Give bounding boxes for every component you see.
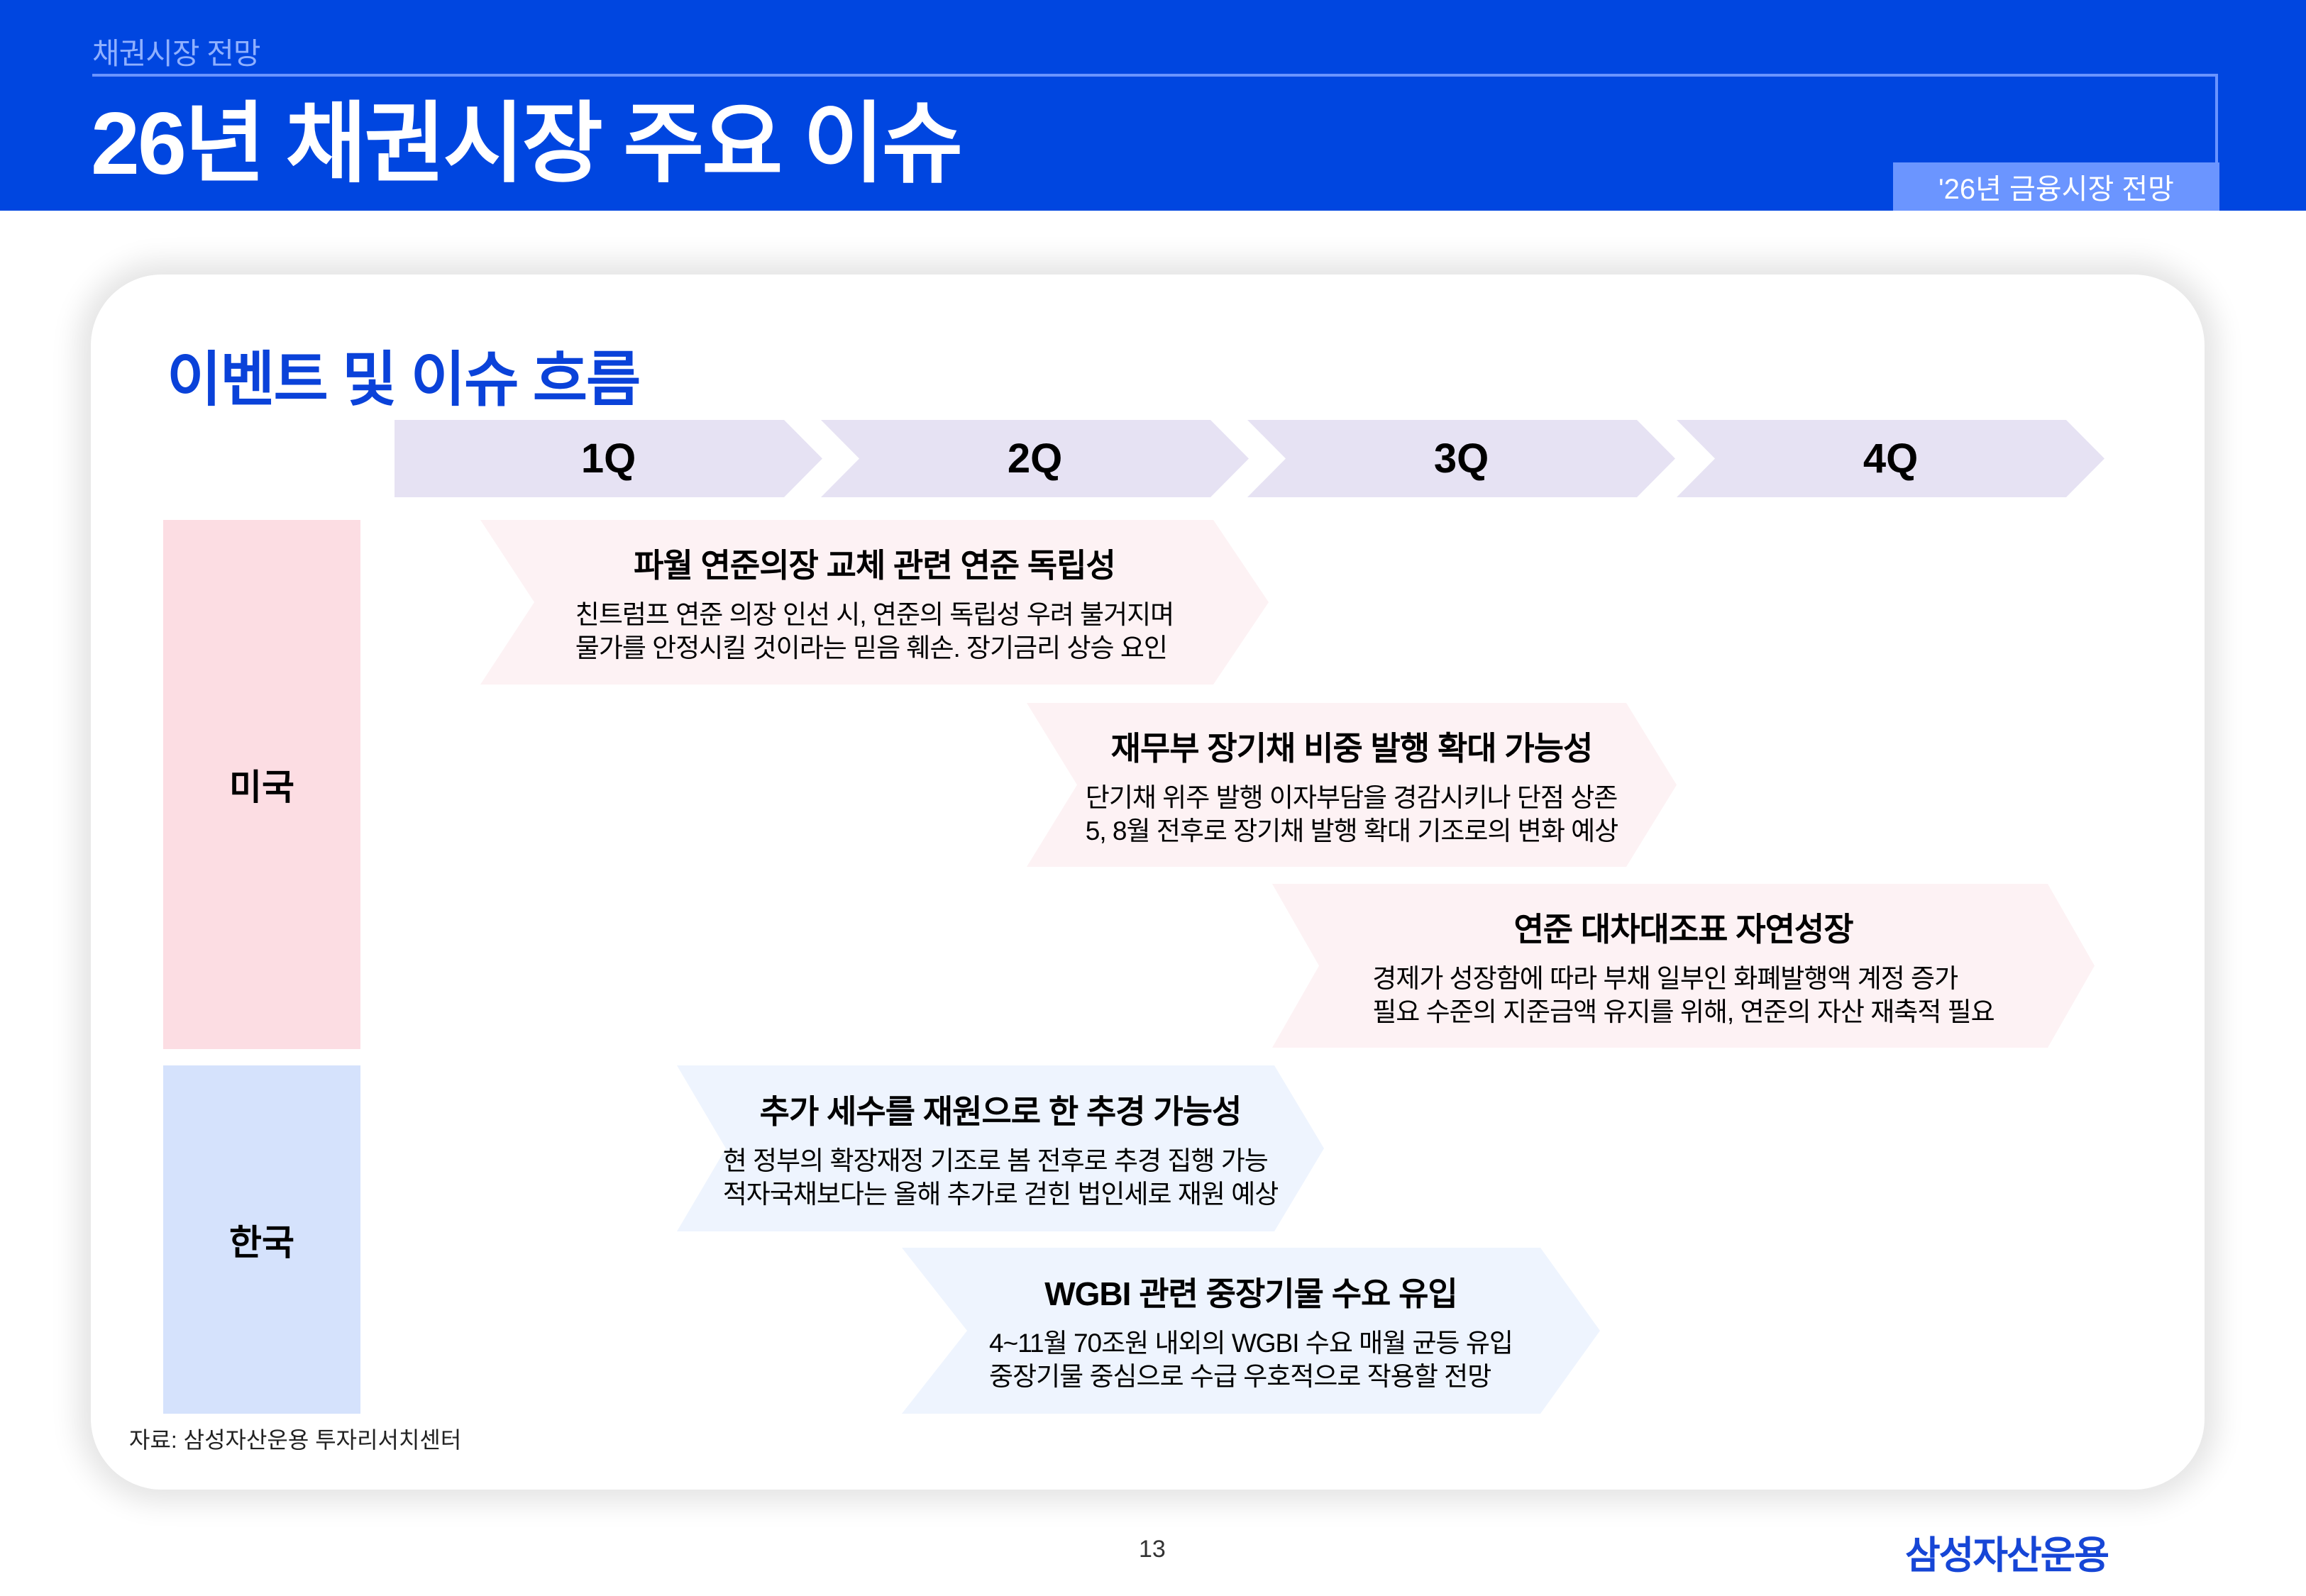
event-arrow-fed-balance-sheet: 연준 대차대조표 자연성장 경제가 성장함에 따라 부채 일부인 화폐발행액 계… [1272,884,2095,1048]
event-title: 파월 연준의장 교체 관련 연준 독립성 [634,547,1116,584]
event-arrow-wgbi-demand: WGBI 관련 중장기물 수요 유입 4~11월 70조원 내외의 WGBI 수… [902,1248,1600,1414]
company-logo: 삼성자산운용 [1905,1534,2109,1577]
header-divider-vertical [2215,74,2218,163]
quarter-label: 3Q [1433,436,1489,482]
quarter-label: 4Q [1863,436,1919,482]
event-arrow-fed-independence: 파월 연준의장 교체 관련 연준 독립성 친트럼프 연준 의장 인선 시, 연준… [480,520,1269,685]
event-line: 단기채 위주 발행 이자부담을 경감시키나 단점 상존 [1085,782,1618,812]
event-line: 물가를 안정시킬 것이라는 믿음 훼손. 장기금리 상승 요인 [575,633,1168,663]
event-line: 적자국채보다는 올해 추가로 걷힌 법인세로 재원 예상 [722,1180,1279,1209]
event-description: 4~11월 70조원 내외의 WGBI 수요 매월 균등 유입 중장기물 중심으… [989,1326,1513,1393]
row-label-korea: 한국 [163,1065,360,1414]
event-title: WGBI 관련 중장기물 수요 유입 [1044,1275,1458,1312]
event-line: 중장기물 중심으로 수급 우호적으로 작용할 전망 [989,1362,1491,1391]
event-line: 5, 8월 전후로 장기채 발행 확대 기조로의 변화 예상 [1085,816,1618,846]
quarter-4q: 4Q [1677,420,2104,497]
quarter-3q: 3Q [1247,420,1675,497]
event-line: 현 정부의 확장재정 기조로 봄 전후로 추경 집행 가능 [722,1146,1269,1175]
event-description: 경제가 성장함에 따라 부채 일부인 화폐발행액 계정 증가 필요 수준의 지준… [1372,962,1995,1029]
row-label-us: 미국 [163,520,360,1049]
event-arrow-treasury-issuance: 재무부 장기채 비중 발행 확대 가능성 단기채 위주 발행 이자부담을 경감시… [1027,703,1677,867]
header-band: 채권시장 전망 26년 채권시장 주요 이슈 '26년 금융시장 전망 [0,0,2306,211]
event-description: 친트럼프 연준 의장 인선 시, 연준의 독립성 우려 불거지며 물가를 안정시… [575,598,1174,665]
quarter-label: 1Q [580,436,636,482]
row-label-text: 미국 [229,767,294,807]
row-label-text: 한국 [229,1222,294,1263]
event-line: 4~11월 70조원 내외의 WGBI 수요 매월 균등 유입 [989,1329,1513,1358]
quarter-2q: 2Q [821,420,1249,497]
report-badge: '26년 금융시장 전망 [1893,162,2219,211]
event-line: 경제가 성장함에 따라 부채 일부인 화폐발행액 계정 증가 [1372,963,1958,993]
event-title: 추가 세수를 재원으로 한 추경 가능성 [759,1093,1242,1130]
event-line: 필요 수준의 지준금액 유지를 위해, 연준의 자산 재축적 필요 [1372,997,1995,1026]
event-title: 연준 대차대조표 자연성장 [1513,910,1853,948]
section-label: 채권시장 전망 [92,37,261,70]
card-title: 이벤트 및 이슈 흐름 [167,346,641,413]
event-line: 친트럼프 연준 의장 인선 시, 연준의 독립성 우려 불거지며 [575,600,1174,629]
quarter-1q: 1Q [395,420,822,497]
event-title: 재무부 장기채 비중 발행 확대 가능성 [1110,729,1594,767]
quarter-label: 2Q [1007,436,1063,482]
event-description: 단기채 위주 발행 이자부담을 경감시키나 단점 상존 5, 8월 전후로 장기… [1086,781,1618,848]
page-title: 26년 채권시장 주요 이슈 [91,95,963,193]
source-note: 자료: 삼성자산운용 투자리서치센터 [129,1427,462,1453]
event-description: 현 정부의 확장재정 기조로 봄 전후로 추경 집행 가능 적자국채보다는 올해… [723,1144,1279,1211]
header-divider [92,74,2218,77]
page-number: 13 [1139,1536,1166,1563]
event-arrow-supplementary-budget: 추가 세수를 재원으로 한 추경 가능성 현 정부의 확장재정 기조로 봄 전후… [677,1065,1324,1231]
